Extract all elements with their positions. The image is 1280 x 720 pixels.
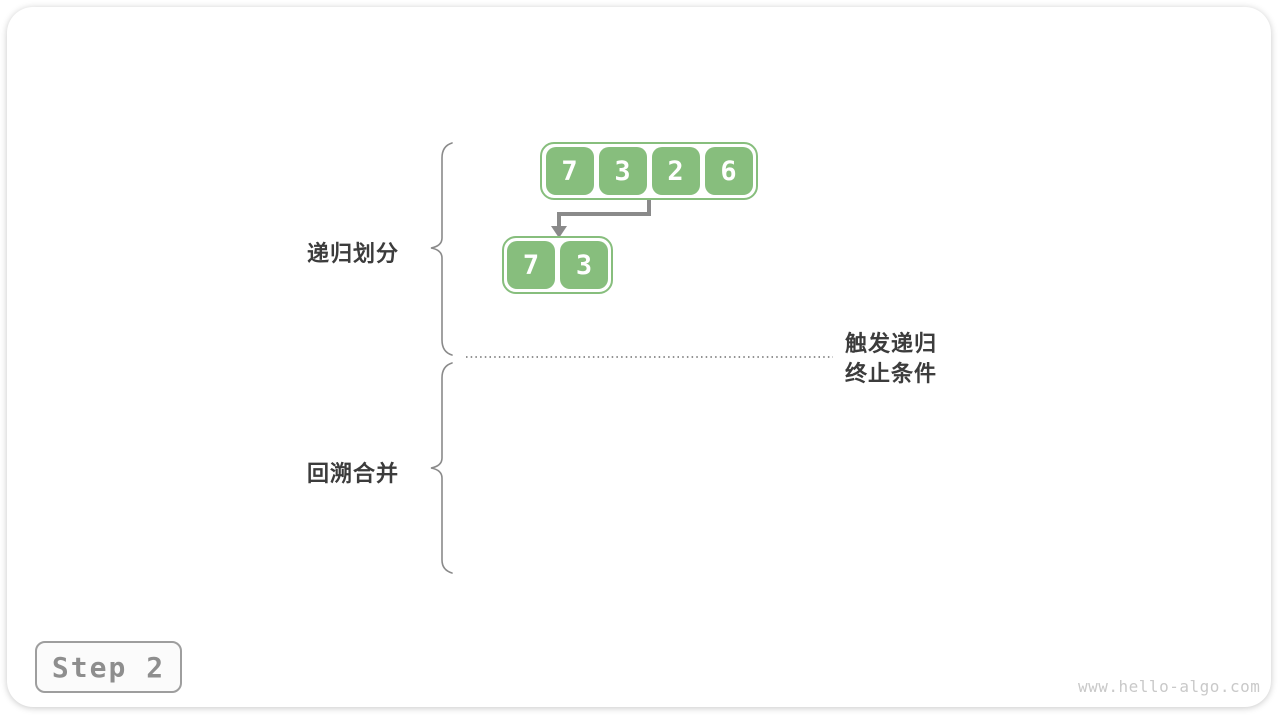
termination-annotation-line2: 终止条件 — [845, 361, 938, 386]
step-badge: Step 2 — [35, 641, 182, 693]
array-top: 7 3 2 6 — [540, 142, 758, 200]
array-sub: 7 3 — [502, 236, 613, 294]
array-cell: 2 — [651, 147, 700, 195]
array-cell: 3 — [560, 241, 608, 289]
array-cell: 7 — [545, 147, 594, 195]
array-cell: 7 — [507, 241, 555, 289]
phase-label-backtrack-merge: 回溯合并 — [307, 461, 400, 486]
array-cell: 6 — [704, 147, 753, 195]
termination-annotation: 触发递归 终止条件 — [845, 329, 937, 389]
phase-label-recursive-partition: 递归划分 — [307, 241, 400, 266]
termination-annotation-line1: 触发递归 — [845, 331, 938, 356]
array-cell: 3 — [598, 147, 647, 195]
watermark: www.hello-algo.com — [1078, 677, 1261, 696]
outer-card — [7, 7, 1271, 707]
